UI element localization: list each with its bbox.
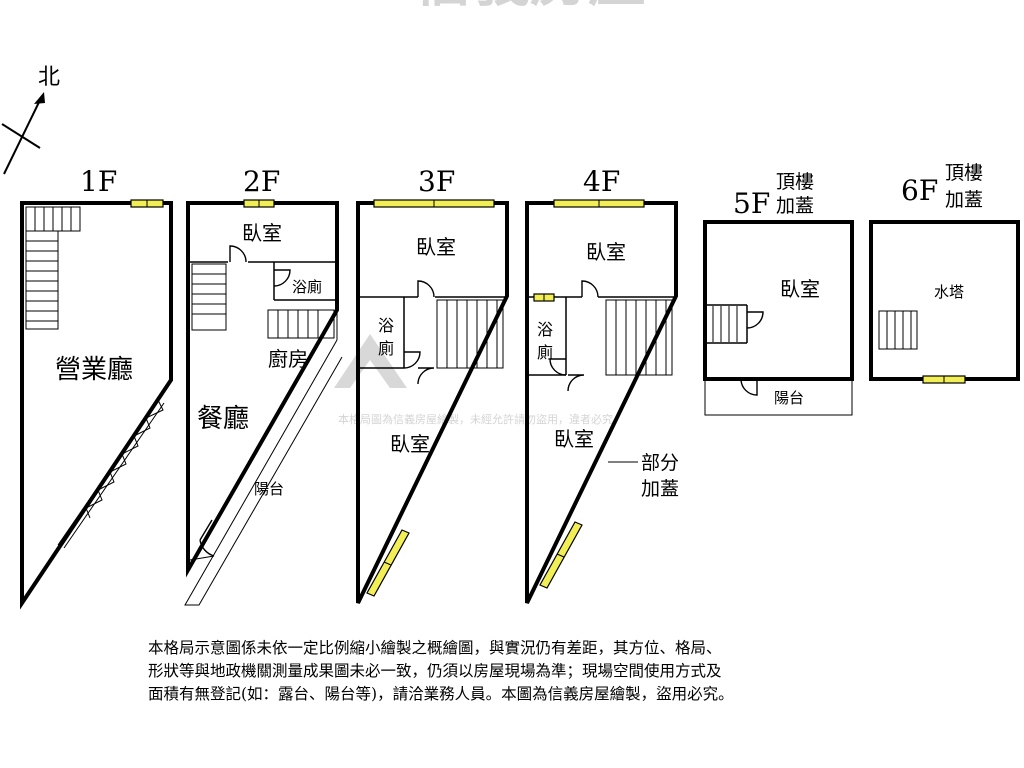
room-5f-balcony: 陽台 <box>774 389 804 407</box>
room-3f-bath-line1: 浴 <box>378 316 394 335</box>
house-logo-icon <box>334 334 407 388</box>
floor-2f-stairs <box>191 263 335 339</box>
compass-label: 北 <box>38 65 60 90</box>
disclaimer-line: 面積有無登記(如：露台、陽台等)，請洽業務人員。本圖為信義房屋繪製，盜用必究。 <box>148 685 734 703</box>
room-2f-dining: 餐廳 <box>197 404 249 434</box>
room-4f-bedroom-bottom: 臥室 <box>554 427 594 451</box>
room-2f-balcony: 陽台 <box>254 480 284 498</box>
floor-1f-shutter <box>57 399 165 549</box>
floor-2f: 2F 臥室 浴廁 <box>184 165 343 606</box>
room-4f-bedroom-top: 臥室 <box>586 240 626 264</box>
floor-4f-top-door <box>581 280 599 298</box>
floor-1f-window <box>130 199 164 208</box>
floor-3f-bath-door <box>403 351 421 369</box>
room-2f-bath: 浴廁 <box>292 278 322 296</box>
disclaimer-line: 本格局示意圖係未依一定比例縮小繪製之概繪圖，與實況仍有差距，其方位、格局、 <box>148 639 722 657</box>
floor-3f-label: 3F <box>418 165 455 198</box>
floor-6f-window <box>922 375 966 384</box>
floor-3f-stairs <box>436 299 504 369</box>
disclaimer-note: 本格局示意圖係未依一定比例縮小繪製之概繪圖，與實況仍有差距，其方位、格局、 形狀… <box>148 637 888 706</box>
floor-4f-side-window <box>539 521 583 589</box>
floor-3f-top-door <box>417 280 435 298</box>
floor-5f-tag-line2: 加蓋 <box>776 195 814 217</box>
floor-4f-bath-window <box>533 293 555 302</box>
floor-2f-window <box>243 199 275 208</box>
floor-4f-bath-door <box>549 358 567 376</box>
room-3f-bedroom-bottom: 臥室 <box>390 432 430 456</box>
floor-4f-note-line1: 部分 <box>641 452 679 474</box>
floor-5f-stairs <box>712 306 738 342</box>
floor-1f-label: 1F <box>80 165 117 198</box>
floor-2f-bath-door <box>273 269 291 287</box>
room-2f-bedroom: 臥室 <box>242 221 282 245</box>
north-arrow-icon <box>1 92 45 175</box>
floor-3f-side-window <box>366 529 410 597</box>
floor-4f-label: 4F <box>583 165 620 198</box>
floor-5f-tag-line1: 頂樓 <box>776 171 814 193</box>
floor-4f-stairs <box>605 299 673 376</box>
floor-5f-stair-door <box>746 311 764 329</box>
floor-5f-label: 5F <box>733 187 770 220</box>
floor-1f-stairs <box>25 206 81 330</box>
floor-4f-note-line2: 加蓋 <box>641 478 679 500</box>
floor-3f: 3F 臥室 浴 廁 臥室 <box>356 165 509 604</box>
room-6f-water-tower: 水塔 <box>934 283 964 301</box>
room-3f-bath-line2: 廁 <box>378 339 394 358</box>
floor-3f-bottom-door <box>417 367 435 385</box>
floor-3f-top-window <box>373 199 495 208</box>
floor-2f-balcony-door <box>189 519 215 561</box>
room-4f-bath-line2: 廁 <box>537 343 553 362</box>
floor-6f-tag-line2: 加蓋 <box>945 189 983 211</box>
floor-1f: 1F 營業廳 <box>20 165 173 610</box>
floor-2f-label: 2F <box>243 165 280 198</box>
floor-4f-bottom-door <box>567 374 585 392</box>
floor-6f-tag-line1: 頂樓 <box>945 162 983 184</box>
room-1f-main: 營業廳 <box>55 355 133 385</box>
floor-5f: 5F 頂樓 加蓋 臥室 陽台 <box>703 171 854 416</box>
watermark-brand: 信義房屋 <box>414 0 646 14</box>
floor-2f-bedroom-door <box>229 245 247 263</box>
floor-6f-stairs <box>878 310 918 350</box>
room-3f-bedroom-top: 臥室 <box>416 235 456 259</box>
floor-5f-balcony-door <box>740 378 758 396</box>
room-4f-bath-line1: 浴 <box>537 320 553 339</box>
watermark-notice: 本格局圖為信義房屋繪製，未經允許請勿盜用，違者必究 <box>338 412 613 426</box>
floor-6f-label: 6F <box>901 174 938 207</box>
floor-4f: 4F 臥室 浴 廁 <box>525 165 679 604</box>
floor-4f-top-window <box>553 199 645 208</box>
room-2f-kitchen: 廚房 <box>268 347 308 371</box>
disclaimer-line: 形狀等與地政機關測量成果圖未必一致，仍須以房屋現場為準；現場空間使用方式及 <box>148 662 722 680</box>
floor-6f: 6F 頂樓 加蓋 水塔 <box>869 162 1020 384</box>
room-5f-bedroom: 臥室 <box>780 277 820 301</box>
